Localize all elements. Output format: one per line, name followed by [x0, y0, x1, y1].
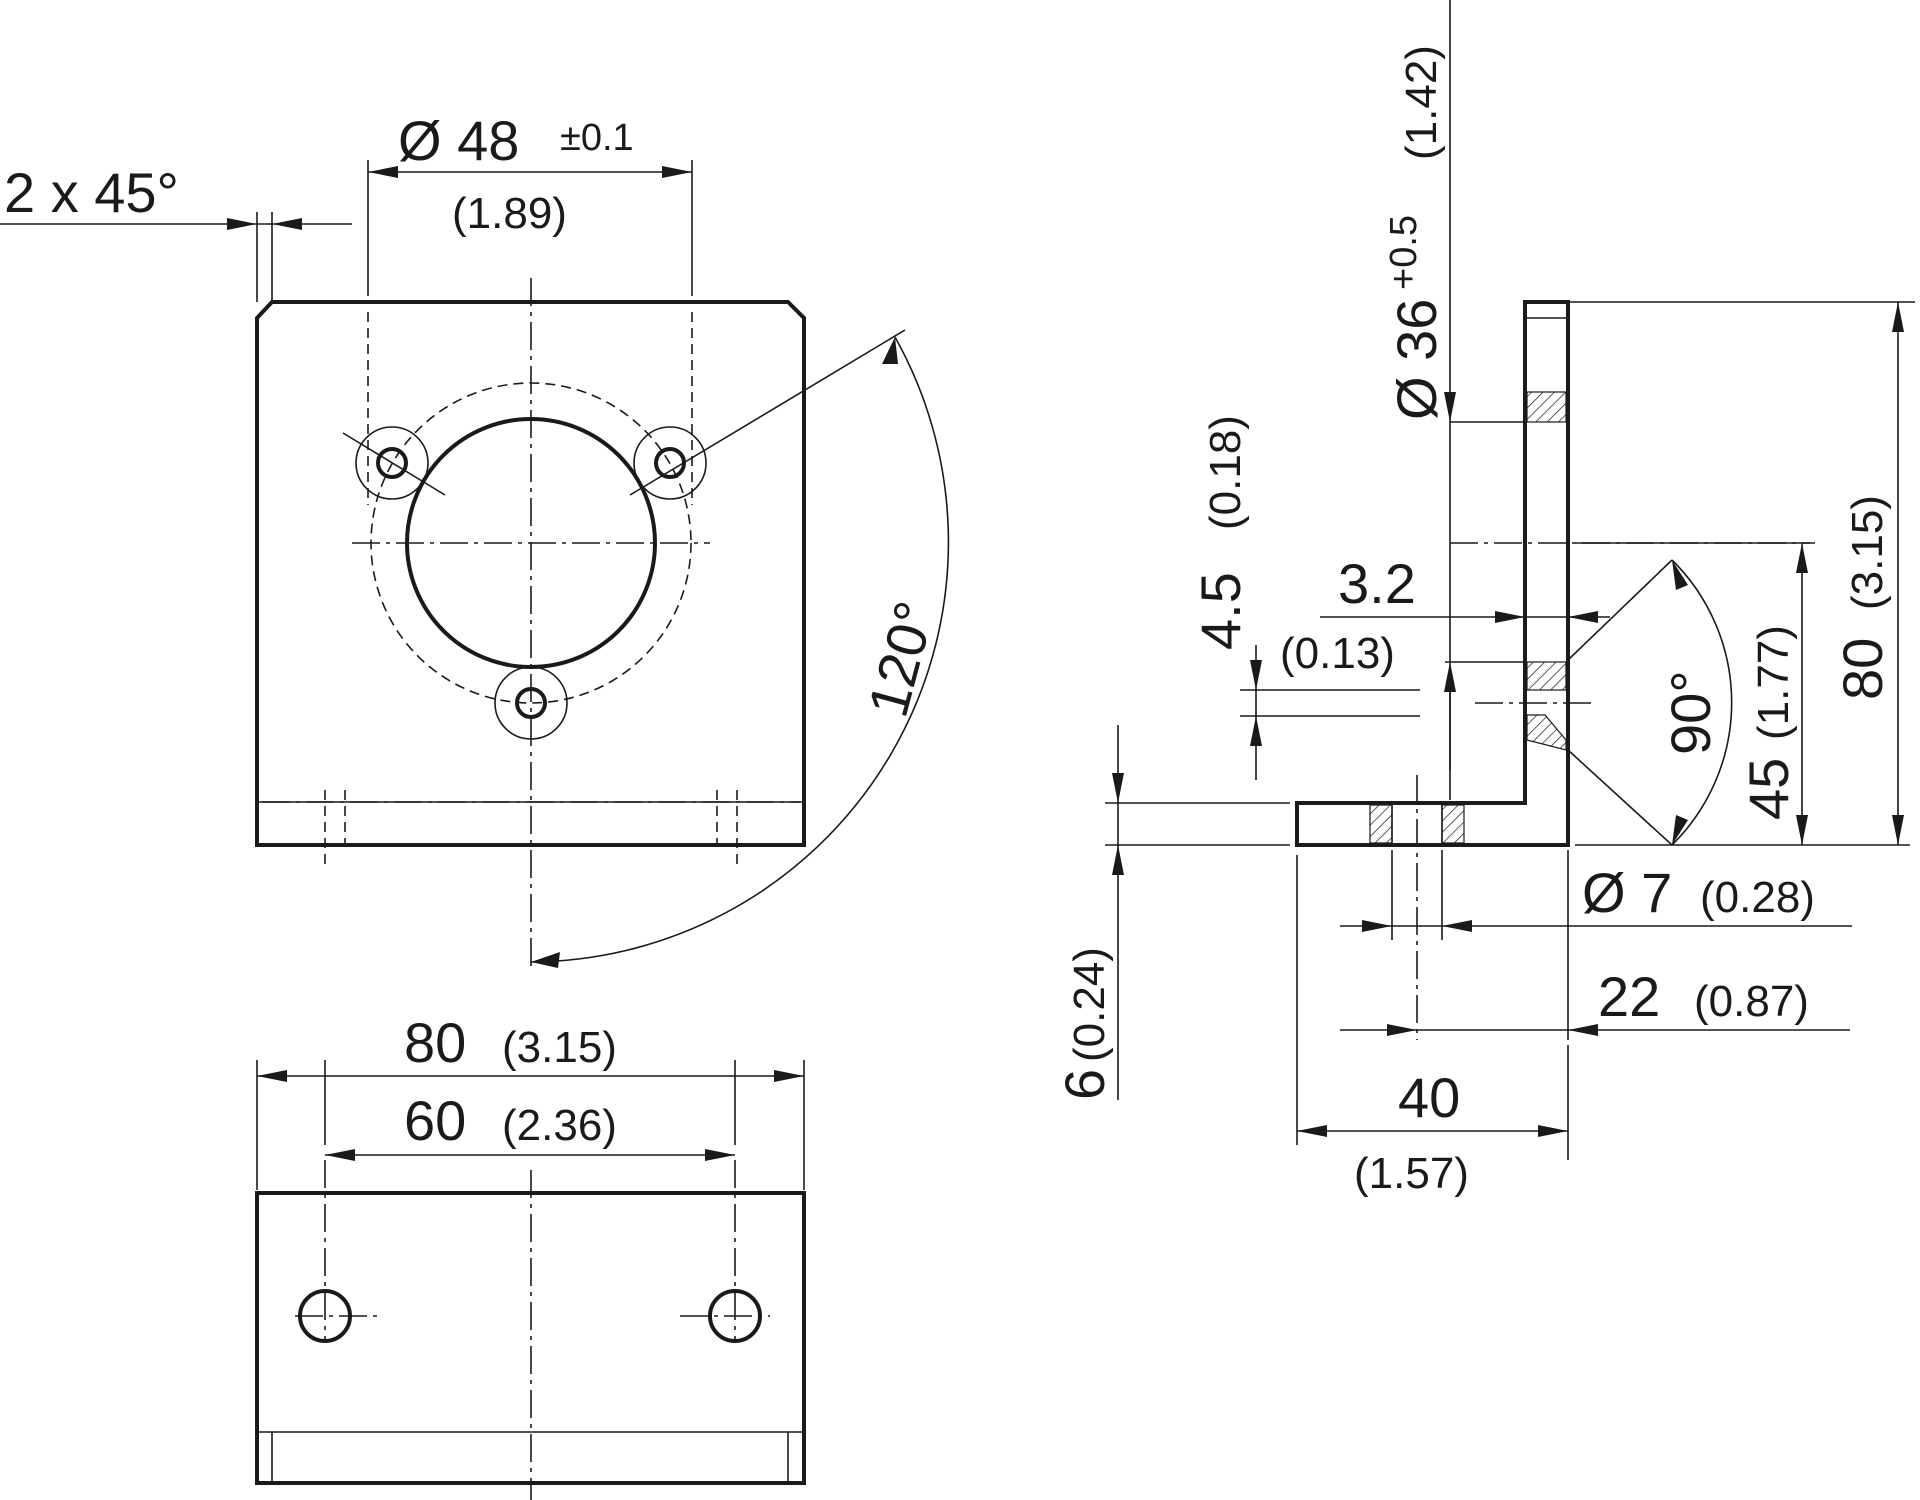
d36-inch: (1.42): [1397, 45, 1446, 160]
side-hatch-top: [1526, 391, 1567, 423]
slot-width-dimension: 4.5 (0.18): [1189, 415, 1420, 780]
angle-120-dimension: 120°: [530, 336, 950, 968]
bottom-view: [255, 1160, 806, 1500]
bolt-axis-left: [342, 432, 446, 496]
cs-line-top: [1567, 559, 1673, 661]
mount-offset-dimension: 22 (0.87): [1340, 850, 1850, 1040]
cs-arrow-bottom: [1672, 815, 1688, 845]
plate-thickness-dimension: 6 (0.24): [1053, 725, 1290, 1100]
cs-line-bottom: [1567, 749, 1673, 846]
d36-arrow: [1444, 392, 1456, 422]
h45-arrow-bottom: [1796, 815, 1808, 845]
bracket-profile: [1295, 300, 1570, 847]
h45-arrow-top: [1796, 543, 1808, 573]
side-hatch-mid: [1526, 661, 1567, 691]
d7-label: Ø 7: [1582, 861, 1672, 924]
d36-tolerance: +0.5: [1383, 215, 1425, 290]
bolt-axis-right: [629, 329, 906, 496]
bore-dia-inch: (1.89): [452, 189, 567, 238]
front-view: [255, 278, 906, 970]
wall-thickness-dimension: 3.2 (0.13): [1280, 552, 1610, 770]
slot-inch: (0.18): [1201, 415, 1250, 530]
side-hatch-countersink: [1526, 714, 1567, 751]
s60-arrow-right: [705, 1149, 735, 1161]
mount-hole-dimension: Ø 7 (0.28): [1340, 850, 1852, 940]
d7-inch: (0.28): [1700, 873, 1815, 922]
chamfer-label: 2 x 45°: [4, 161, 179, 224]
bore-arrow-left: [368, 166, 398, 178]
hole-height-dimension: 45 (1.77): [1575, 542, 1910, 846]
base-depth-dimension: 40 (1.57): [1296, 855, 1569, 1198]
wall-leader-arrow: [1444, 662, 1456, 692]
bore-dia-tolerance: ±0.1: [560, 117, 634, 159]
h80-inch: (3.15): [1843, 495, 1892, 610]
t6-label: 6: [1053, 1069, 1116, 1100]
chamfer-arrow-2: [272, 218, 302, 230]
d7-arrow-left: [1362, 920, 1392, 932]
h80-arrow-top: [1892, 302, 1904, 332]
h80-label: 80: [1831, 638, 1894, 700]
s60-inch: (2.36): [502, 1101, 617, 1150]
base-hatch-left: [1369, 804, 1393, 844]
h45-label: 45: [1737, 758, 1800, 820]
h80-arrow-bottom: [1892, 815, 1904, 845]
wall-inch: (0.13): [1280, 629, 1395, 678]
side-hole-dimension: Ø 36 +0.5 (1.42): [1383, 0, 1525, 800]
angle-120-label: 120°: [856, 595, 947, 723]
cs-arc: [1671, 559, 1733, 846]
slot-label: 4.5: [1189, 572, 1252, 650]
wall-label: 3.2: [1338, 552, 1416, 615]
angle-arrow-bottom: [531, 952, 560, 968]
s60-label: 60: [404, 1089, 466, 1152]
bore-dia-label: Ø 48: [398, 109, 519, 172]
bore-arrow-right: [662, 166, 692, 178]
slot-arrow-bottom: [1250, 716, 1262, 746]
total-height-dimension: 80 (3.15): [1570, 301, 1915, 845]
bolt-hole-left-boss: [355, 426, 429, 500]
chamfer-arrow-1: [227, 218, 257, 230]
d40-inch: (1.57): [1354, 1149, 1469, 1198]
d22-label: 22: [1598, 965, 1660, 1028]
h45-inch: (1.77): [1749, 625, 1798, 740]
countersink-angle-dimension: 90°: [1567, 559, 1733, 846]
w80-arrow-left: [257, 1070, 287, 1082]
spacing-60-dimension: 60 (2.36): [324, 1060, 736, 1161]
d22-arrow-left: [1387, 1024, 1417, 1036]
angle-arrow-top: [882, 337, 898, 364]
cs-label: 90°: [1659, 670, 1722, 755]
d36-label: Ø 36: [1385, 299, 1448, 420]
w80-inch: (3.15): [502, 1023, 617, 1072]
base-hatch-right: [1441, 804, 1465, 844]
width-80-dimension: 80 (3.15): [256, 1011, 805, 1190]
t6-inch: (0.24): [1065, 947, 1114, 1062]
wall-arrow-left: [1495, 611, 1525, 623]
bolt-hole-right-boss: [633, 426, 707, 500]
d7-arrow-right: [1442, 920, 1472, 932]
t6-arrow-top: [1112, 773, 1124, 803]
bolt-hole-left: [376, 447, 408, 479]
chamfer-dimension: 2 x 45°: [0, 161, 352, 302]
cs-arrow-top: [1672, 560, 1688, 590]
slot-arrow-top: [1250, 660, 1262, 690]
d40-arrow-right: [1538, 1125, 1568, 1137]
wall-arrow-right: [1568, 611, 1598, 623]
angle-arc: [530, 336, 950, 963]
w80-arrow-right: [774, 1070, 804, 1082]
t6-arrow-bottom: [1112, 845, 1124, 875]
d22-arrow-right: [1568, 1024, 1598, 1036]
d22-inch: (0.87): [1694, 977, 1809, 1026]
front-plate-outline: [255, 300, 806, 847]
bore-dia-dimension: Ø 48 ±0.1 (1.89): [367, 109, 693, 296]
s60-arrow-left: [325, 1149, 355, 1161]
d40-label: 40: [1398, 1066, 1460, 1129]
w80-label: 80: [404, 1011, 466, 1074]
d40-arrow-left: [1297, 1125, 1327, 1137]
